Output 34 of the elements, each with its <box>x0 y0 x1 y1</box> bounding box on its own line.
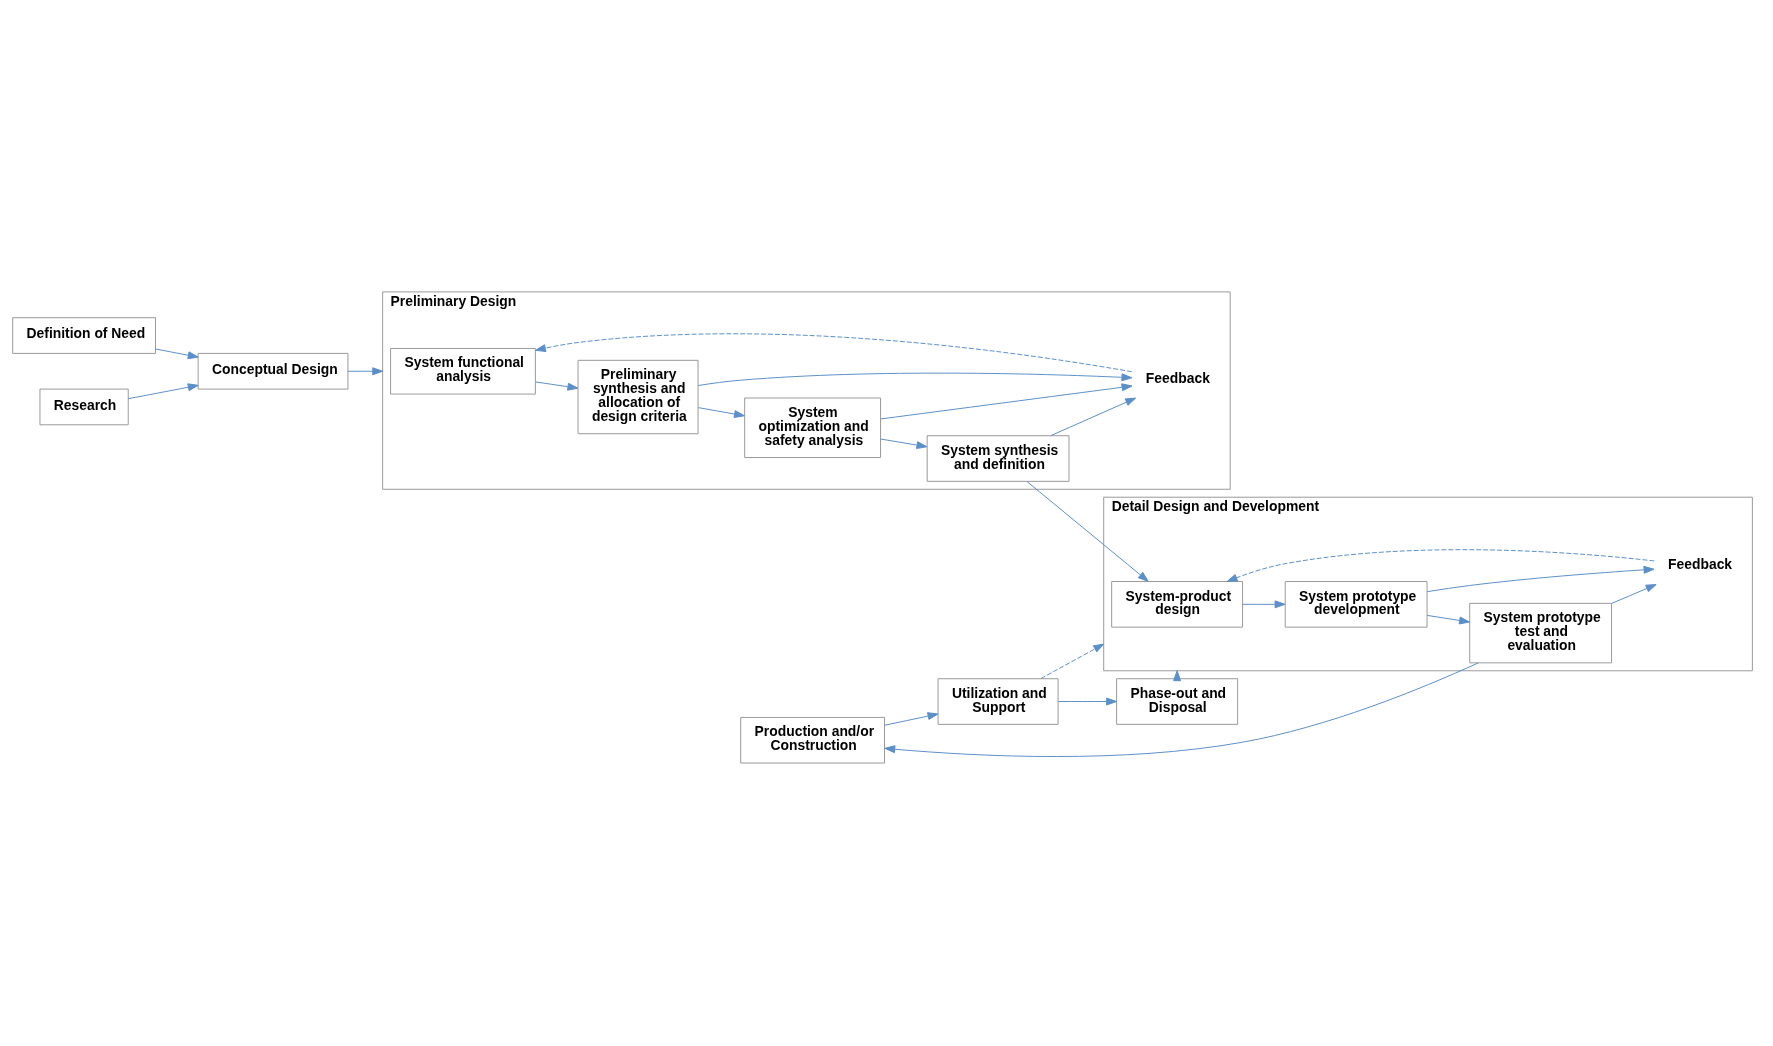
arrow <box>884 661 1479 757</box>
node-box: System-product design <box>1111 580 1244 628</box>
arrow <box>1050 397 1137 436</box>
arrow <box>697 372 1133 386</box>
arrow <box>880 438 928 449</box>
node-box: System optimization and safety analysis <box>744 397 882 458</box>
node-box: Conceptual Design <box>197 352 349 390</box>
arrow <box>1040 643 1105 679</box>
arrow <box>1426 565 1655 592</box>
node-box: Research <box>39 388 129 425</box>
node-box: System synthesis and definition <box>926 434 1070 482</box>
node-box: Definition of Need <box>12 316 156 354</box>
arrow <box>1226 548 1655 582</box>
arrow <box>1426 614 1470 624</box>
node-text: Feedback <box>1145 369 1210 386</box>
arrow <box>535 380 579 391</box>
arrow <box>880 382 1133 419</box>
arrow <box>697 406 745 418</box>
arrow <box>127 382 199 399</box>
arrow <box>155 348 199 359</box>
node-text: Feedback <box>1668 555 1733 572</box>
arrow <box>1611 583 1657 604</box>
arrow <box>884 711 939 726</box>
arrow <box>535 332 1133 372</box>
arrow <box>347 366 384 375</box>
node-box: Production and/or Construction <box>740 716 885 764</box>
arrow <box>1242 599 1286 608</box>
arrow <box>1026 480 1149 582</box>
node-box: Preliminary synthesis and allocation of design criteria <box>577 359 699 434</box>
node-box: System prototype development <box>1284 580 1428 628</box>
arrow <box>1058 697 1118 705</box>
node-box: System functional analysis <box>390 347 536 395</box>
node-box: Utilization and Support <box>937 677 1059 725</box>
node-box: System prototype test and evaluation <box>1469 602 1613 663</box>
